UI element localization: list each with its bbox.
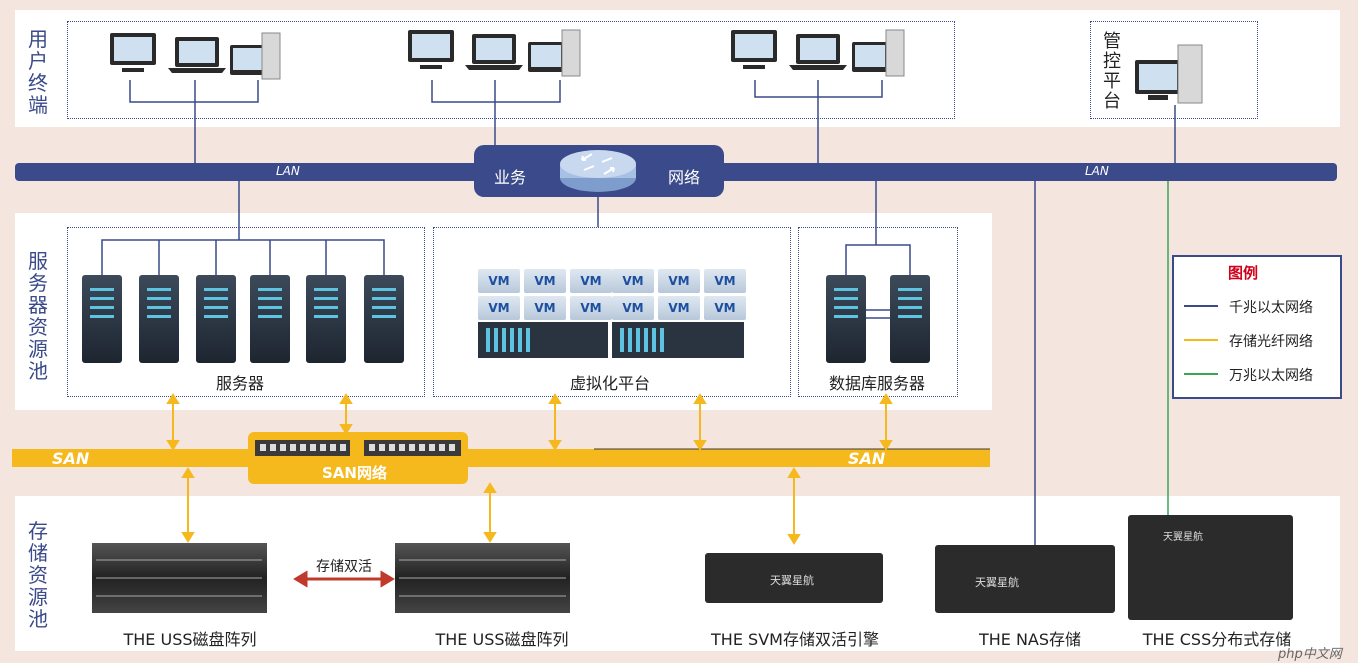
vm-tile: VM [612,269,654,293]
terminal-group-1 [129,80,259,103]
legend-label-fibre: 存储光纤网络 [1229,334,1313,350]
desktop-icon [110,32,281,80]
legend-line-fibre [1184,339,1218,341]
business-network-right-label: 网络 [668,168,701,187]
css-storage-caption: THE CSS分布式存储 [1142,630,1292,649]
vm-tile: VM [658,269,700,293]
nas-brand: 天翼星航 [975,576,1019,589]
watermark: php中文网 [1278,647,1342,662]
db-servers-caption: 数据库服务器 [828,374,925,393]
legend-label-gigabit: 千兆以太网络 [1229,300,1313,316]
vm-tile: VM [612,296,654,320]
uss-array-2-caption: THE USS磁盘阵列 [435,630,569,649]
lan-left-label: LAN [276,164,300,178]
vm-tile: VM [478,269,520,293]
vm-tile: VM [658,296,700,320]
san-right-label: SAN [848,449,886,468]
legend-label-10g: 万兆以太网络 [1229,368,1313,384]
uss-array-1-caption: THE USS磁盘阵列 [123,630,257,649]
san-switch-label: SAN网络 [322,464,387,482]
nas-storage-caption: THE NAS存储 [978,630,1082,649]
svm-engine-caption: THE SVM存储双活引擎 [711,630,879,649]
dual-active-label: 存储双活 [316,559,372,575]
css-brand: 天翼星航 [1163,532,1203,543]
business-network-left-label: 业务 [494,168,527,187]
mgmt-platform-label: 管控平台 [1103,31,1121,112]
vm-tile: VM [570,269,612,293]
svm-brand: 天翼星航 [770,574,814,587]
vm-tile: VM [704,269,746,293]
terminal-group-3 [754,80,883,98]
terminal-group-2 [431,80,561,103]
legend-box [1172,255,1342,399]
user-terminals-label: 用户终端 [28,27,48,117]
san-left-label: SAN [52,449,90,468]
vm-tile: VM [524,269,566,293]
storage-pool-label: 存储资源池 [28,519,48,631]
vm-tile: VM [478,296,520,320]
virtual-platform-caption: 虚拟化平台 [569,374,650,393]
server-pool-label: 服务器资源池 [28,249,48,383]
db-servers-box [798,227,958,397]
legend-title: 图例 [1228,264,1259,282]
legend-line-gigabit [1184,305,1218,307]
vm-tile: VM [524,296,566,320]
vm-tile: VM [704,296,746,320]
servers-caption: 服务器 [215,374,264,393]
lan-right-label: LAN [1085,164,1109,178]
vm-tile: VM [570,296,612,320]
legend-line-10g [1184,373,1218,375]
